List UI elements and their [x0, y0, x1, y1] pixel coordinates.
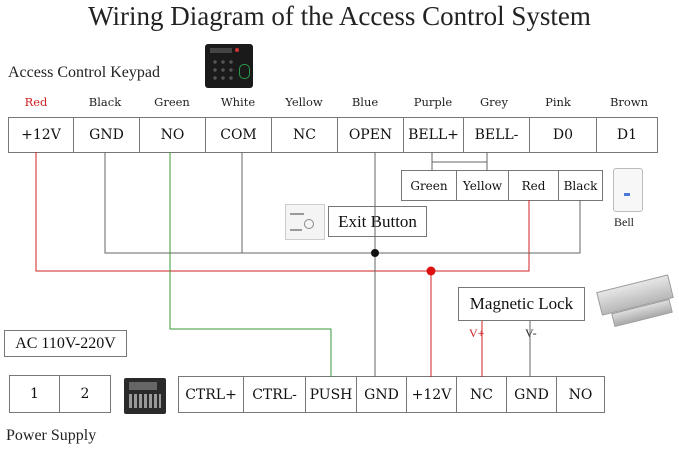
ps-terminal-4: +12V [406, 376, 457, 413]
wire-color-label-3: White [220, 95, 256, 109]
lock-v-minus-label: V- [525, 326, 537, 340]
bell-terminal-3: Black [558, 170, 603, 201]
keypad-terminal-8: D0 [529, 117, 597, 153]
wire-color-label-8: Pink [545, 95, 571, 109]
bell-terminal-2: Red [508, 170, 559, 201]
exit-button-label: Exit Button [328, 206, 427, 237]
power-supply-device-icon [124, 378, 166, 414]
wire-12v-red [35, 152, 432, 377]
ps-terminal-1: CTRL- [243, 376, 306, 413]
power-supply-label: Power Supply [6, 427, 97, 444]
wire-color-label-2: Green [154, 95, 190, 109]
magnetic-lock-label: Magnetic Lock [458, 287, 585, 321]
ac-input-label: AC 110V-220V [4, 330, 127, 357]
diagram-title: Wiring Diagram of the Access Control Sys… [88, 1, 591, 31]
keypad-label: Access Control Keypad [8, 64, 160, 81]
ps-terminal-7: NO [556, 376, 605, 413]
wire-color-label-0: Red [24, 95, 48, 109]
lock-v-plus-label: V+ [469, 326, 485, 340]
ps-terminal-0: CTRL+ [178, 376, 244, 413]
bell-label: Bell [614, 215, 634, 229]
keypad-terminal-4: NC [271, 117, 338, 153]
wire-color-label-5: Blue [351, 95, 379, 109]
exit-button-device-icon [285, 204, 325, 240]
wire-gnd-bus [104, 152, 581, 254]
keypad-terminal-0: +12V [8, 117, 74, 153]
wire-color-label-6: Purple [413, 95, 453, 109]
ps-terminal-3: GND [356, 376, 407, 413]
keypad-terminal-9: D1 [596, 117, 658, 153]
junction-red [426, 266, 436, 276]
wire-color-label-9: Brown [609, 95, 649, 109]
wire-color-label-1: Black [88, 95, 122, 109]
ac-terminal-1: 2 [59, 375, 111, 413]
wire-no-green [169, 152, 332, 377]
bell-device-icon [613, 168, 643, 212]
bell-terminal-1: Yellow [456, 170, 509, 201]
wire-bell-red [431, 200, 530, 272]
ps-terminal-6: GND [506, 376, 557, 413]
keypad-terminal-3: COM [205, 117, 272, 153]
keypad-terminal-6: BELL+ [403, 117, 464, 153]
wire-color-label-4: Yellow [285, 95, 323, 109]
wire-color-label-7: Grey [480, 95, 508, 109]
junction-black [371, 249, 379, 257]
bell-terminal-0: Green [401, 170, 457, 201]
keypad-device-icon [205, 44, 253, 88]
keypad-terminal-5: OPEN [337, 117, 404, 153]
keypad-terminal-7: BELL- [463, 117, 530, 153]
